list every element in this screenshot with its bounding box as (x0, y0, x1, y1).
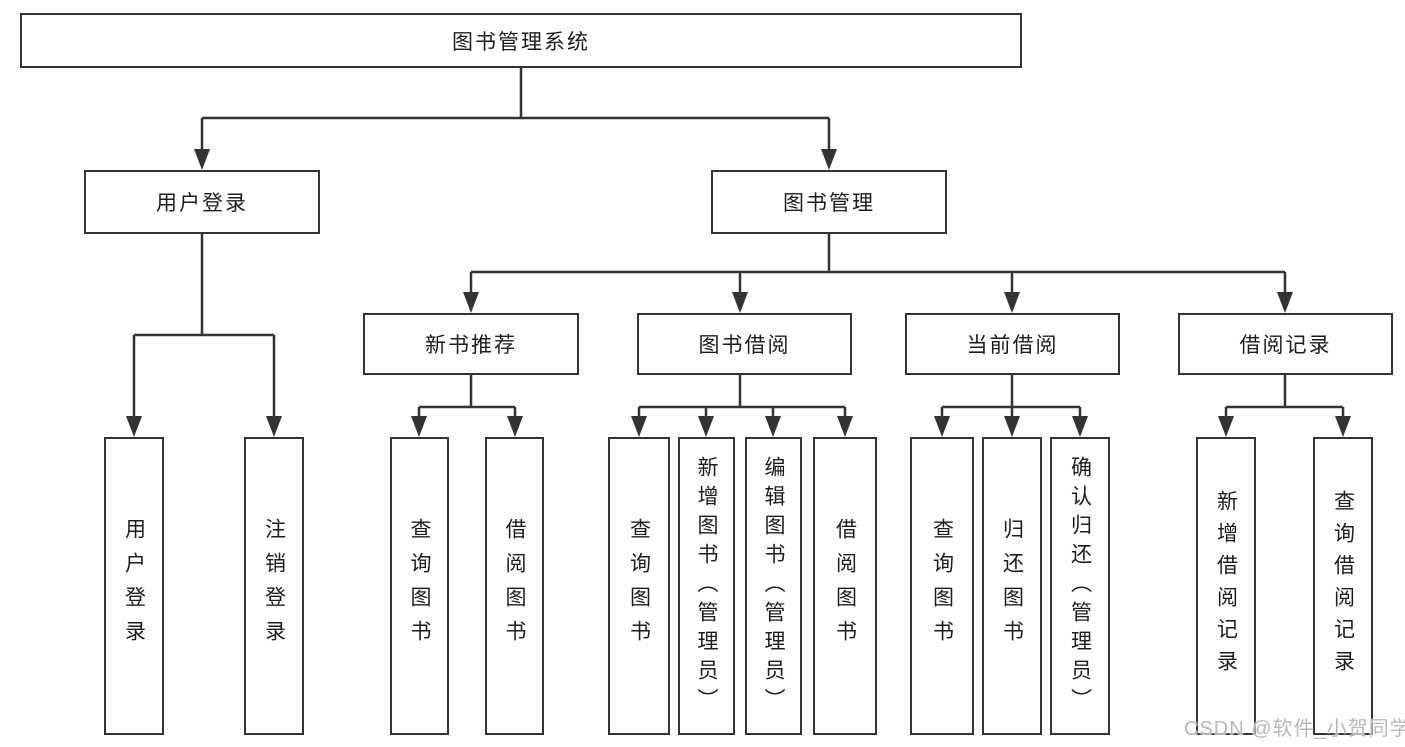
leaf-label: 借阅图书 (833, 518, 857, 654)
leaf-label: 查询图书 (930, 518, 954, 654)
leaf-box-query-books-current: 查询图书 (910, 437, 974, 735)
node-box-borrow-records: 借阅记录 (1178, 313, 1393, 375)
arrowheads (126, 149, 1351, 437)
node-box-new-book-recommend: 新书推荐 (363, 313, 579, 375)
leaf-label: 确认归还（管理员） (1068, 455, 1092, 717)
node-box-user-login: 用户登录 (84, 170, 320, 234)
leaf-box-query-borrow-record: 查询借阅记录 (1313, 437, 1373, 735)
leaf-label: 查询图书 (408, 518, 431, 654)
leaf-box-logout: 注销登录 (244, 437, 304, 735)
leaf-box-borrow-books: 借阅图书 (813, 437, 877, 735)
csdn-watermark: CSDN @软件_小贺同学 (1184, 718, 1405, 740)
leaf-label: 新增图书（管理员） (695, 455, 718, 717)
leaf-box-add-borrow-record: 新增借阅记录 (1196, 437, 1256, 735)
leaf-box-confirm-return-admin: 确认归还（管理员） (1050, 437, 1110, 735)
leaf-box-add-books-admin: 新增图书（管理员） (678, 437, 735, 735)
leaf-label: 借阅图书 (503, 518, 526, 654)
leaf-label: 用户登录 (122, 518, 146, 654)
leaf-box-borrow-books-recommend: 借阅图书 (485, 437, 544, 735)
leaf-box-edit-books-admin: 编辑图书（管理员） (745, 437, 802, 735)
leaf-label: 编辑图书（管理员） (762, 455, 785, 717)
tree-edges (132, 68, 1345, 418)
leaf-box-return-books: 归还图书 (982, 437, 1042, 735)
leaf-label: 新增借阅记录 (1214, 490, 1238, 682)
leaf-box-query-books-recommend: 查询图书 (390, 437, 449, 735)
node-box-book-borrow: 图书借阅 (637, 313, 852, 375)
leaf-label: 查询借阅记录 (1331, 490, 1355, 682)
leaf-label: 归还图书 (1000, 518, 1024, 654)
leaf-box-user-login: 用户登录 (104, 437, 164, 735)
node-box-system: 图书管理系统 (20, 13, 1022, 68)
leaf-box-query-books-borrow: 查询图书 (608, 437, 670, 735)
leaf-label: 查询图书 (627, 518, 651, 654)
leaf-label: 注销登录 (262, 518, 286, 654)
node-box-book-management: 图书管理 (711, 170, 947, 234)
node-box-current-borrow: 当前借阅 (905, 313, 1120, 375)
